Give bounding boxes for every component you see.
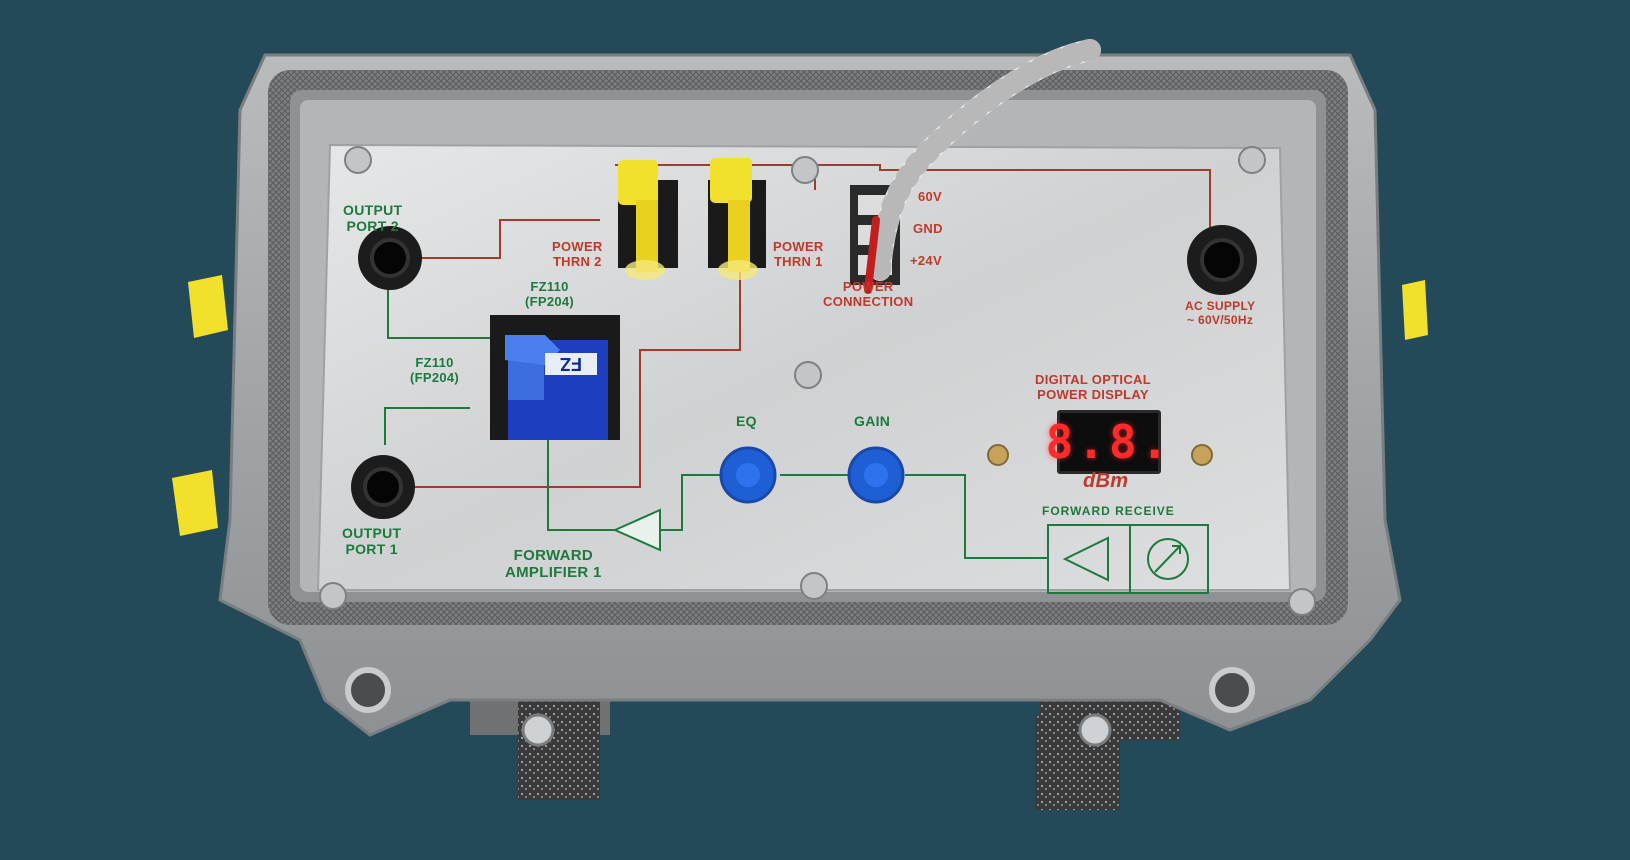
power-thrn-2-connector xyxy=(618,160,678,280)
screw xyxy=(319,146,1316,616)
output-port-1-jack xyxy=(351,455,415,519)
gnd-label: GND xyxy=(913,221,943,236)
eq-knob xyxy=(719,446,777,504)
mounting-bracket-left xyxy=(470,685,610,800)
forward-receive-label: FORWARD RECEIVE xyxy=(1042,504,1175,518)
gain-knob xyxy=(847,446,905,504)
v60-label: 60V xyxy=(918,189,943,204)
fz110-top-label: FZ110(FP204) xyxy=(525,279,575,309)
eq-label: EQ xyxy=(736,413,757,429)
gain-label: GAIN xyxy=(854,413,891,429)
mounting-bracket-right xyxy=(1035,695,1180,810)
fz110-module xyxy=(490,315,620,440)
power-thrn-1-connector xyxy=(708,158,766,280)
ac-supply-label: AC SUPPLY~ 60V/50Hz xyxy=(1185,299,1256,327)
v24-label: +24V xyxy=(910,253,942,268)
dbm-label: dBm xyxy=(1083,470,1129,492)
output-port-2-jack xyxy=(358,226,422,290)
fz110-left-label: FZ110(FP204) xyxy=(410,355,460,385)
power-cable xyxy=(864,39,1101,294)
optical-power-display: 8.8. xyxy=(1046,410,1168,474)
forward-receive-diagram xyxy=(1047,524,1209,594)
signal-trace xyxy=(384,285,1048,559)
module-tag: FZ xyxy=(545,353,597,375)
ac-supply-jack xyxy=(1187,225,1257,295)
